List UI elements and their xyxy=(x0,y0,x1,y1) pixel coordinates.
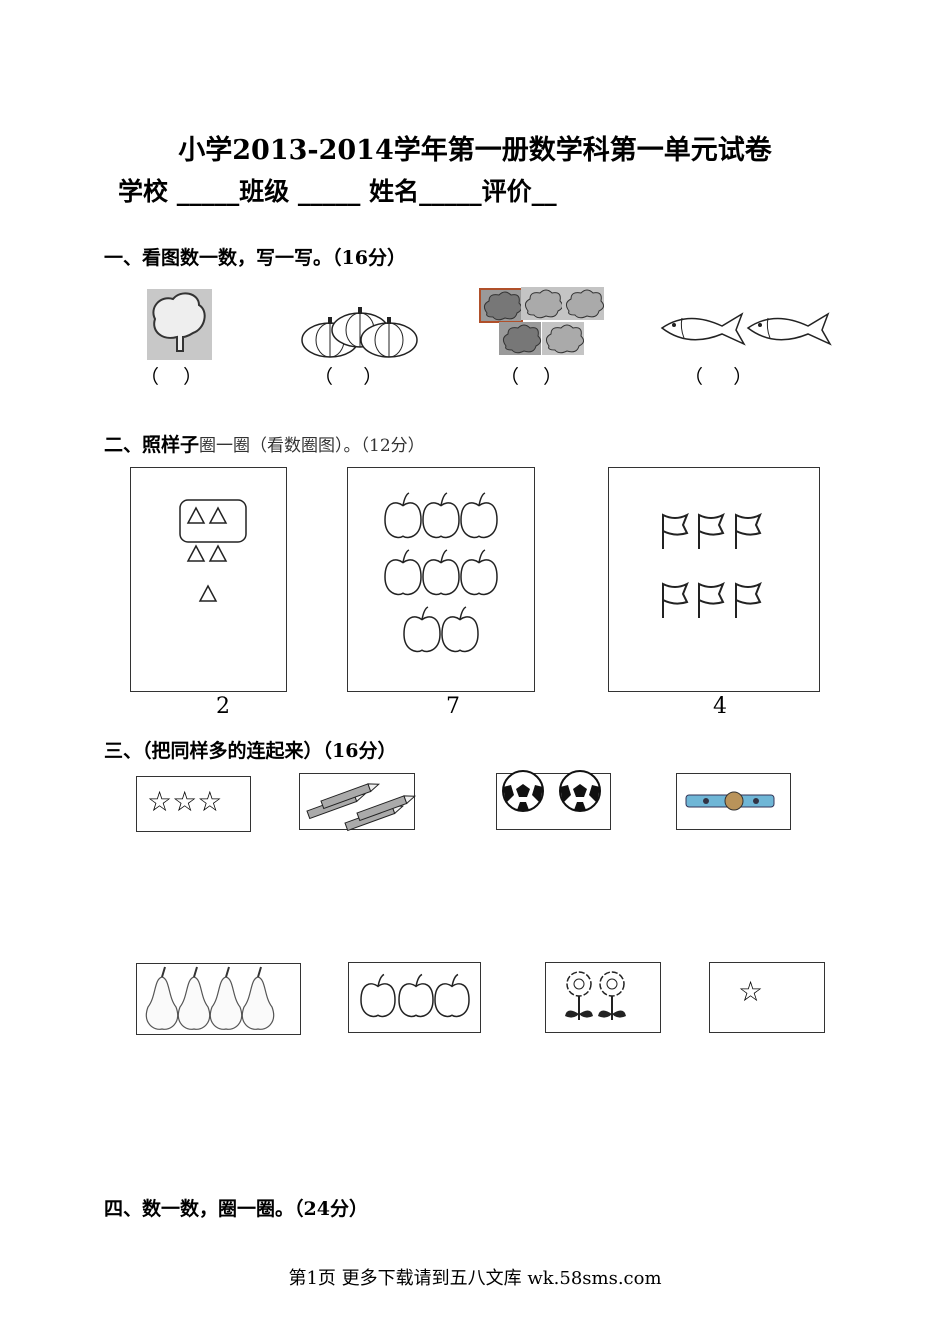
fish-icon xyxy=(746,312,832,346)
flower-cloud-icon xyxy=(479,288,523,323)
flag-icon xyxy=(735,512,762,549)
single-star-box[interactable]: ☆ xyxy=(709,962,825,1033)
soccer-ball-icon-group xyxy=(502,770,601,812)
pencils-box[interactable] xyxy=(299,773,415,830)
apple-icon xyxy=(460,492,498,539)
pencil-icon xyxy=(356,795,417,822)
fish-icon xyxy=(660,312,832,346)
flag-icon xyxy=(662,581,689,618)
flag-icon xyxy=(662,512,689,549)
flag-icon xyxy=(735,581,762,618)
flower-cloud-icon xyxy=(562,287,605,320)
soccer-ball-icon xyxy=(502,770,544,812)
apple-icon xyxy=(422,549,460,596)
apple-icon xyxy=(360,973,396,1018)
apple-icon xyxy=(398,973,434,1018)
pumpkin-icon xyxy=(301,307,418,358)
pear-icon xyxy=(209,966,243,1030)
section2-heading: 二、照样子圈一圈（看数圈图）。（12分） xyxy=(104,430,425,457)
apples-box[interactable] xyxy=(348,962,481,1033)
apple-icon xyxy=(460,549,498,596)
pencil-icon-group xyxy=(306,783,417,832)
answer-blank[interactable]: （ ） xyxy=(140,366,203,388)
page-footer: 第1页 更多下载请到五八文库 wk.58sms.com xyxy=(288,1268,662,1289)
apple-icon xyxy=(434,973,470,1018)
triangle-box[interactable] xyxy=(130,467,287,692)
pear-icon xyxy=(241,966,275,1030)
watch-icon xyxy=(685,791,775,811)
flower-cloud-icon xyxy=(521,287,564,320)
apple-icon xyxy=(384,492,422,539)
flower-icon-group xyxy=(565,971,626,1020)
answer-blank[interactable]: （ ） xyxy=(500,366,563,388)
soccer-ball-icon xyxy=(559,770,601,812)
count-label: 4 xyxy=(713,694,727,719)
pear-icon-group xyxy=(145,966,275,1030)
star-icon-group: ☆☆☆ xyxy=(147,785,223,818)
apple-icon xyxy=(441,606,479,653)
watch-box[interactable] xyxy=(676,773,791,830)
flower-icon xyxy=(565,971,593,1020)
apple-icon-group xyxy=(360,973,470,1018)
flag-icon-group xyxy=(662,512,762,618)
triangle-icon-group xyxy=(179,499,247,602)
pear-icon xyxy=(145,966,179,1030)
flag-icon xyxy=(698,512,725,549)
stars-box[interactable]: ☆☆☆ xyxy=(136,776,251,832)
soccer-box[interactable] xyxy=(496,773,611,830)
flowers-box[interactable] xyxy=(545,962,661,1033)
answer-blank[interactable]: （ ） xyxy=(314,366,383,388)
flower-icon xyxy=(598,971,626,1020)
section1-heading: 一、看图数一数，写一写。（16分） xyxy=(104,247,406,269)
pears-box[interactable] xyxy=(136,963,301,1035)
count-label: 7 xyxy=(446,694,460,719)
apple-icon-group xyxy=(384,492,498,653)
apple-icon xyxy=(384,549,422,596)
pumpkin-icon xyxy=(360,317,418,358)
section4-heading: 四、数一数，圈一圈。（24分） xyxy=(104,1198,368,1220)
page-title: 小学2013-2014学年第一册数学科第一单元试卷 xyxy=(178,135,772,166)
flag-box[interactable] xyxy=(608,467,820,692)
count-label: 2 xyxy=(216,694,230,719)
flower-cloud-icon xyxy=(479,287,605,355)
flower-cloud-icon xyxy=(499,322,542,355)
triangle-icon xyxy=(179,499,247,602)
apple-box[interactable] xyxy=(347,467,535,692)
apple-icon xyxy=(422,492,460,539)
tree-icon xyxy=(147,289,212,360)
section2-heading-light: 圈一圈（看数圈图）。（12分） xyxy=(199,436,425,456)
flag-icon xyxy=(698,581,725,618)
section3-heading: 三、（把同样多的连起来）（16分） xyxy=(104,740,397,762)
flower-cloud-icon xyxy=(542,322,585,355)
answer-blank[interactable]: （ ） xyxy=(684,366,753,388)
student-info-line: 学校 _____班级 _____ 姓名_____评价__ xyxy=(118,177,557,206)
section2-heading-bold: 二、照样子 xyxy=(104,434,200,456)
star-icon: ☆ xyxy=(738,975,764,1008)
apple-icon xyxy=(403,606,441,653)
pencil-icon xyxy=(320,783,381,810)
fish-icon xyxy=(660,312,746,346)
pear-icon xyxy=(177,966,211,1030)
